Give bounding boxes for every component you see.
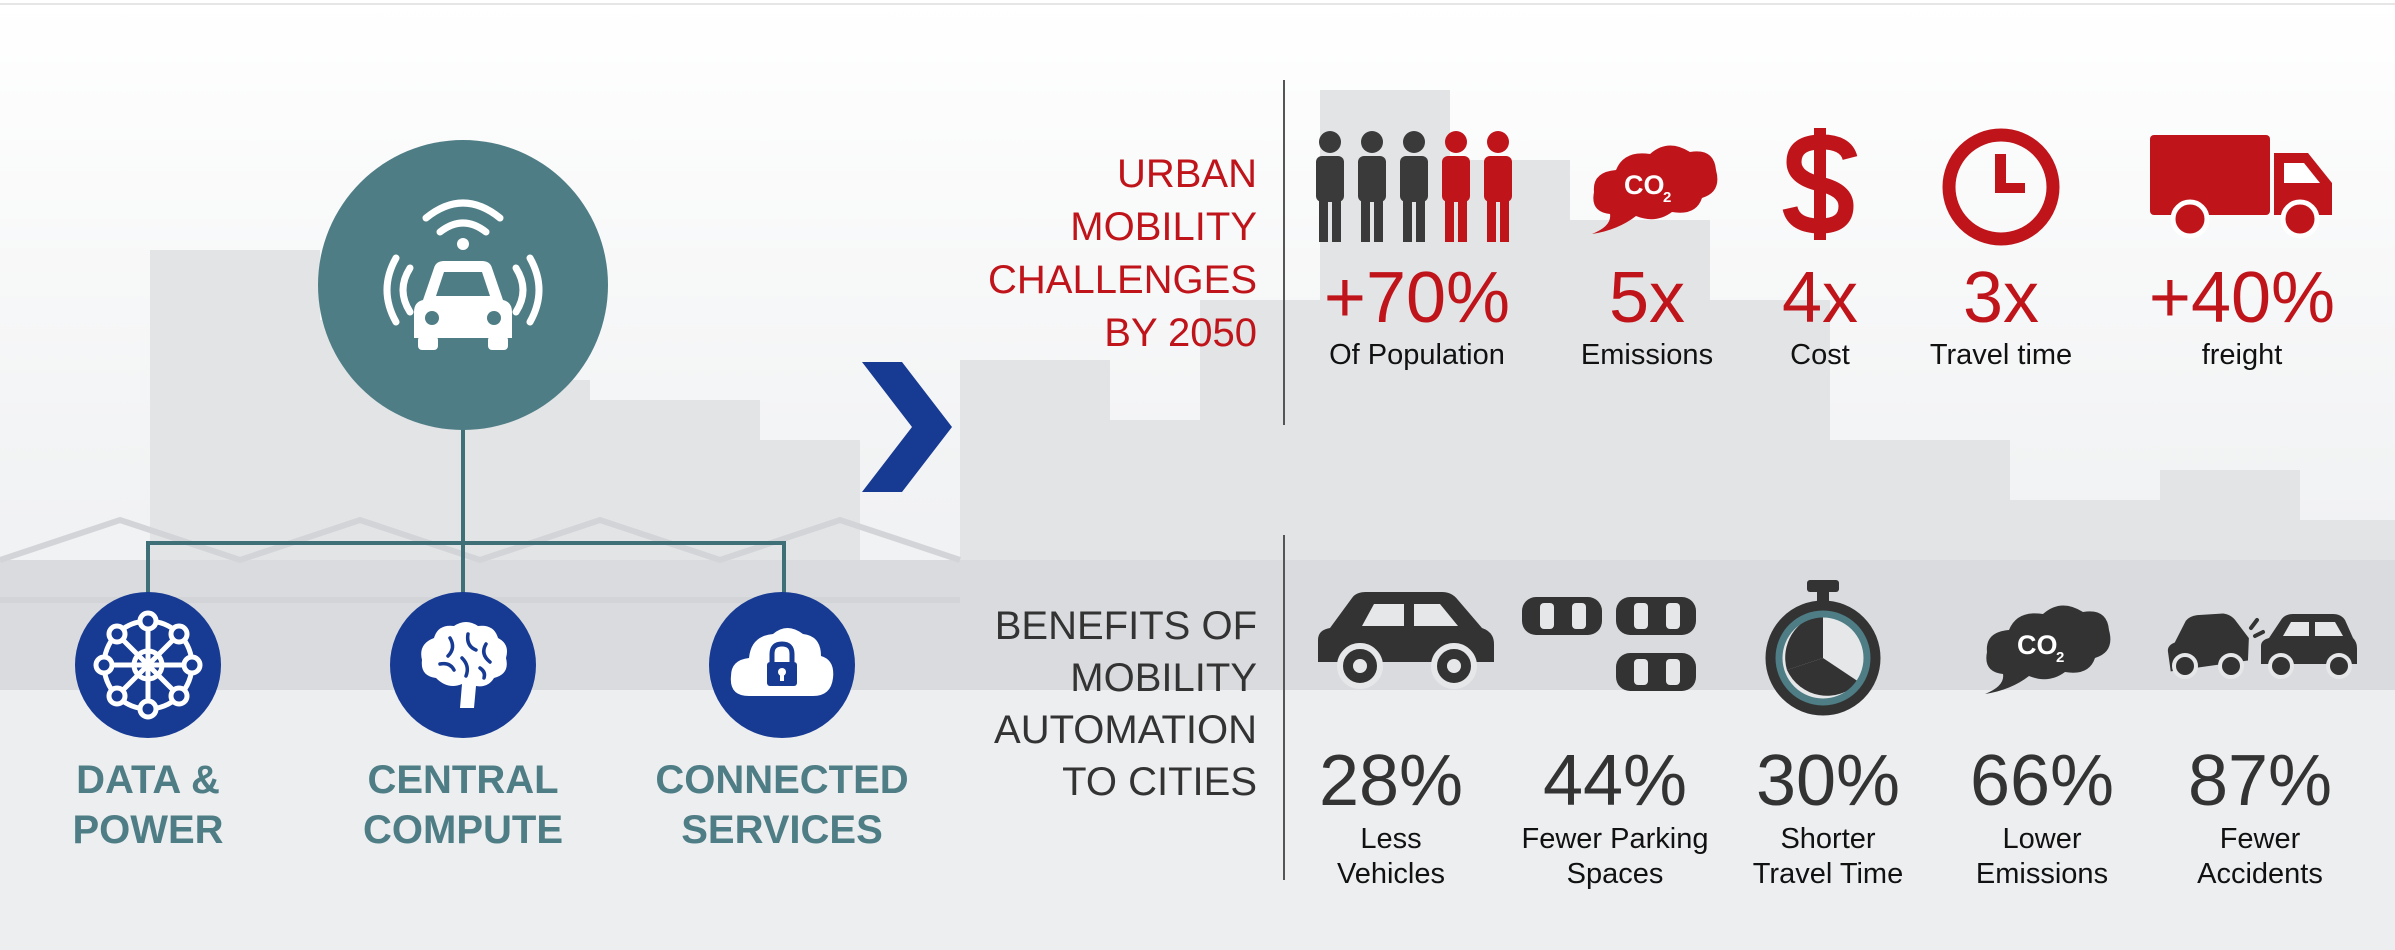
co2-cloud-icon: CO 2 xyxy=(1592,145,1718,234)
challenge-stat-cost: 4x Cost xyxy=(1781,258,1859,371)
connector-right xyxy=(782,541,786,597)
connector-middle xyxy=(461,541,465,597)
pillar-circle-connected-services xyxy=(709,592,855,738)
brain-icon xyxy=(421,622,507,708)
challenge-stat-freight: +40% freight xyxy=(2148,258,2336,371)
benefit-stat-vehicles: 28% Less Vehicles xyxy=(1318,741,1464,890)
parked-cars-icon xyxy=(1522,597,1696,691)
car-crash-icon xyxy=(2167,613,2357,679)
clock-icon xyxy=(1942,128,2060,246)
dollar-icon xyxy=(1782,128,1858,240)
population-icon xyxy=(1316,131,1512,242)
hub-circle xyxy=(318,140,608,430)
pillar-label-central-compute: CENTRAL COMPUTE xyxy=(363,758,563,852)
connector-horizontal xyxy=(146,541,786,545)
pillar-label-data-power: DATA & POWER xyxy=(72,758,224,852)
pillar-circle-central-compute xyxy=(390,592,536,738)
challenges-heading: URBAN MOBILITY CHALLENGES BY 2050 xyxy=(988,152,1257,355)
co2-cloud-icon: CO 2 xyxy=(1985,605,2111,694)
chevron-right-icon xyxy=(862,362,952,492)
co2-subscript: 2 xyxy=(1663,189,1671,206)
truck-icon xyxy=(2150,135,2332,239)
network-wheel-icon xyxy=(93,610,203,720)
co2-label: CO xyxy=(2017,630,2058,660)
co2-subscript: 2 xyxy=(2056,649,2064,666)
challenge-stat-travel-time: 3x Travel time xyxy=(1929,258,2073,371)
pillar-label-connected-services: CONNECTED SERVICES xyxy=(655,758,909,852)
benefit-stat-travel-time: 30% Shorter Travel Time xyxy=(1752,741,1904,890)
divider-benefits xyxy=(1283,535,1285,880)
connector-vertical xyxy=(461,428,465,544)
car-icon xyxy=(1318,592,1494,689)
stopwatch-icon xyxy=(1765,580,1881,716)
pillar-circle-data-power xyxy=(75,592,221,738)
co2-label: CO xyxy=(1624,170,1665,200)
connector-left xyxy=(146,541,150,597)
connected-car-icon xyxy=(383,199,543,350)
benefits-heading: BENEFITS OF MOBILITY AUTOMATION TO CITIE… xyxy=(994,604,1257,804)
challenge-stat-emissions: 5x Emissions xyxy=(1580,258,1714,371)
cloud-lock-icon xyxy=(730,628,834,696)
divider-challenges xyxy=(1283,80,1285,425)
benefit-stat-accidents: 87% Fewer Accidents xyxy=(2187,741,2333,890)
challenge-stat-population: +70% Of Population xyxy=(1323,258,1511,371)
benefit-stat-emissions: 66% Lower Emissions xyxy=(1969,741,2115,890)
benefit-stat-parking: 44% Fewer Parking Spaces xyxy=(1521,741,1709,890)
